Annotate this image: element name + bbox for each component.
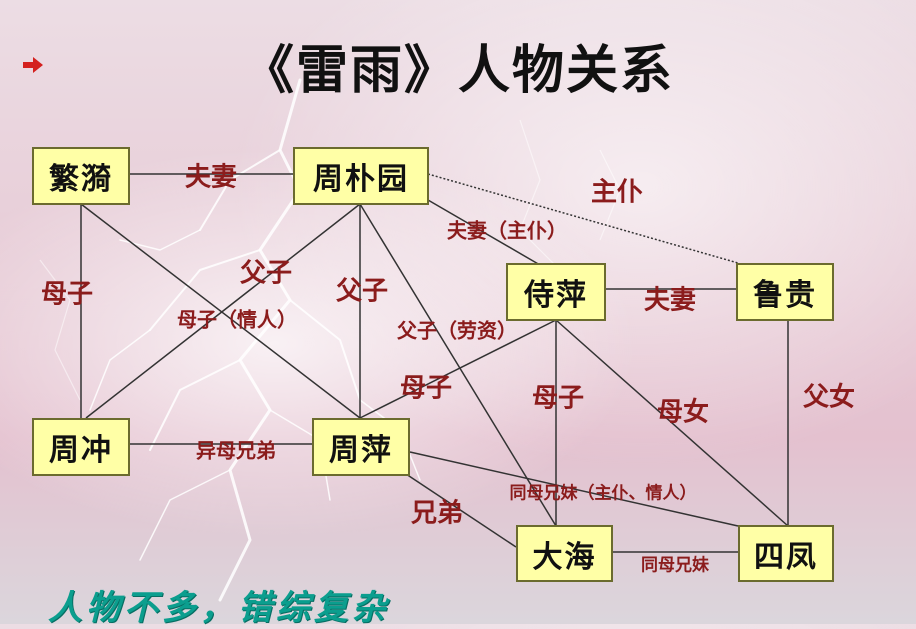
node-sifeng[interactable]: 四凤 — [738, 525, 834, 582]
label-zhoupuyuan-zhouchong: 父子 — [239, 258, 293, 289]
edge-zhouping-dahai — [399, 469, 517, 548]
label-fanyi-zhouchong: 母子 — [40, 279, 94, 310]
node-zhouchong[interactable]: 周冲 — [32, 418, 130, 476]
edge-shiping-zhouping — [359, 319, 557, 419]
edge-zhoupuyuan-zhouchong — [85, 203, 361, 419]
label-zhoupuyuan-dahai: 父子（劳资） — [397, 318, 517, 343]
page-title: 《雷雨》人物关系 — [241, 40, 674, 101]
edge-zhoupuyuan-dahai — [359, 203, 557, 527]
edge-zhoupuyuan-shiping — [427, 199, 541, 266]
edge-fanyi-zhouping — [80, 203, 361, 419]
label-lugui-sifeng: 父女 — [802, 382, 856, 413]
node-lugui[interactable]: 鲁贵 — [736, 263, 834, 321]
label-zhouping-dahai: 兄弟 — [410, 498, 464, 529]
label-shiping-lugui: 夫妻 — [643, 285, 697, 316]
edge-zhouping-sifeng — [409, 451, 739, 527]
label-zhoupuyuan-lugui: 主仆 — [590, 177, 644, 208]
label-zhouchong-zhouping: 异母兄弟 — [196, 438, 276, 463]
label-zhoupuyuan-shiping: 夫妻（主仆） — [447, 218, 567, 243]
label-fanyi-zhoupuyuan: 夫妻 — [184, 162, 238, 193]
label-fanyi-zhouping: 母子（情人） — [177, 307, 297, 332]
label-zhouping-sifeng: 同母兄妹（主仆、情人） — [509, 483, 697, 504]
label-shiping-dahai: 母子 — [531, 383, 585, 414]
label-shiping-sifeng: 母女 — [656, 397, 710, 428]
edge-zhoupuyuan-lugui — [427, 173, 739, 264]
label-zhoupuyuan-zhouping: 父子 — [335, 276, 389, 307]
node-zhoupuyuan[interactable]: 周朴园 — [293, 147, 429, 205]
node-shiping[interactable]: 侍萍 — [506, 263, 606, 321]
node-dahai[interactable]: 大海 — [516, 525, 613, 582]
label-shiping-zhouping: 母子 — [399, 373, 453, 404]
arrow-bullet-icon — [22, 56, 44, 78]
node-zhouping[interactable]: 周萍 — [312, 418, 410, 476]
edge-shiping-sifeng — [555, 319, 789, 527]
node-fanyi[interactable]: 繁漪 — [32, 147, 130, 205]
footer-caption: 人物不多，错综复杂 — [48, 588, 390, 628]
label-dahai-sifeng: 同母兄妹 — [641, 555, 709, 576]
